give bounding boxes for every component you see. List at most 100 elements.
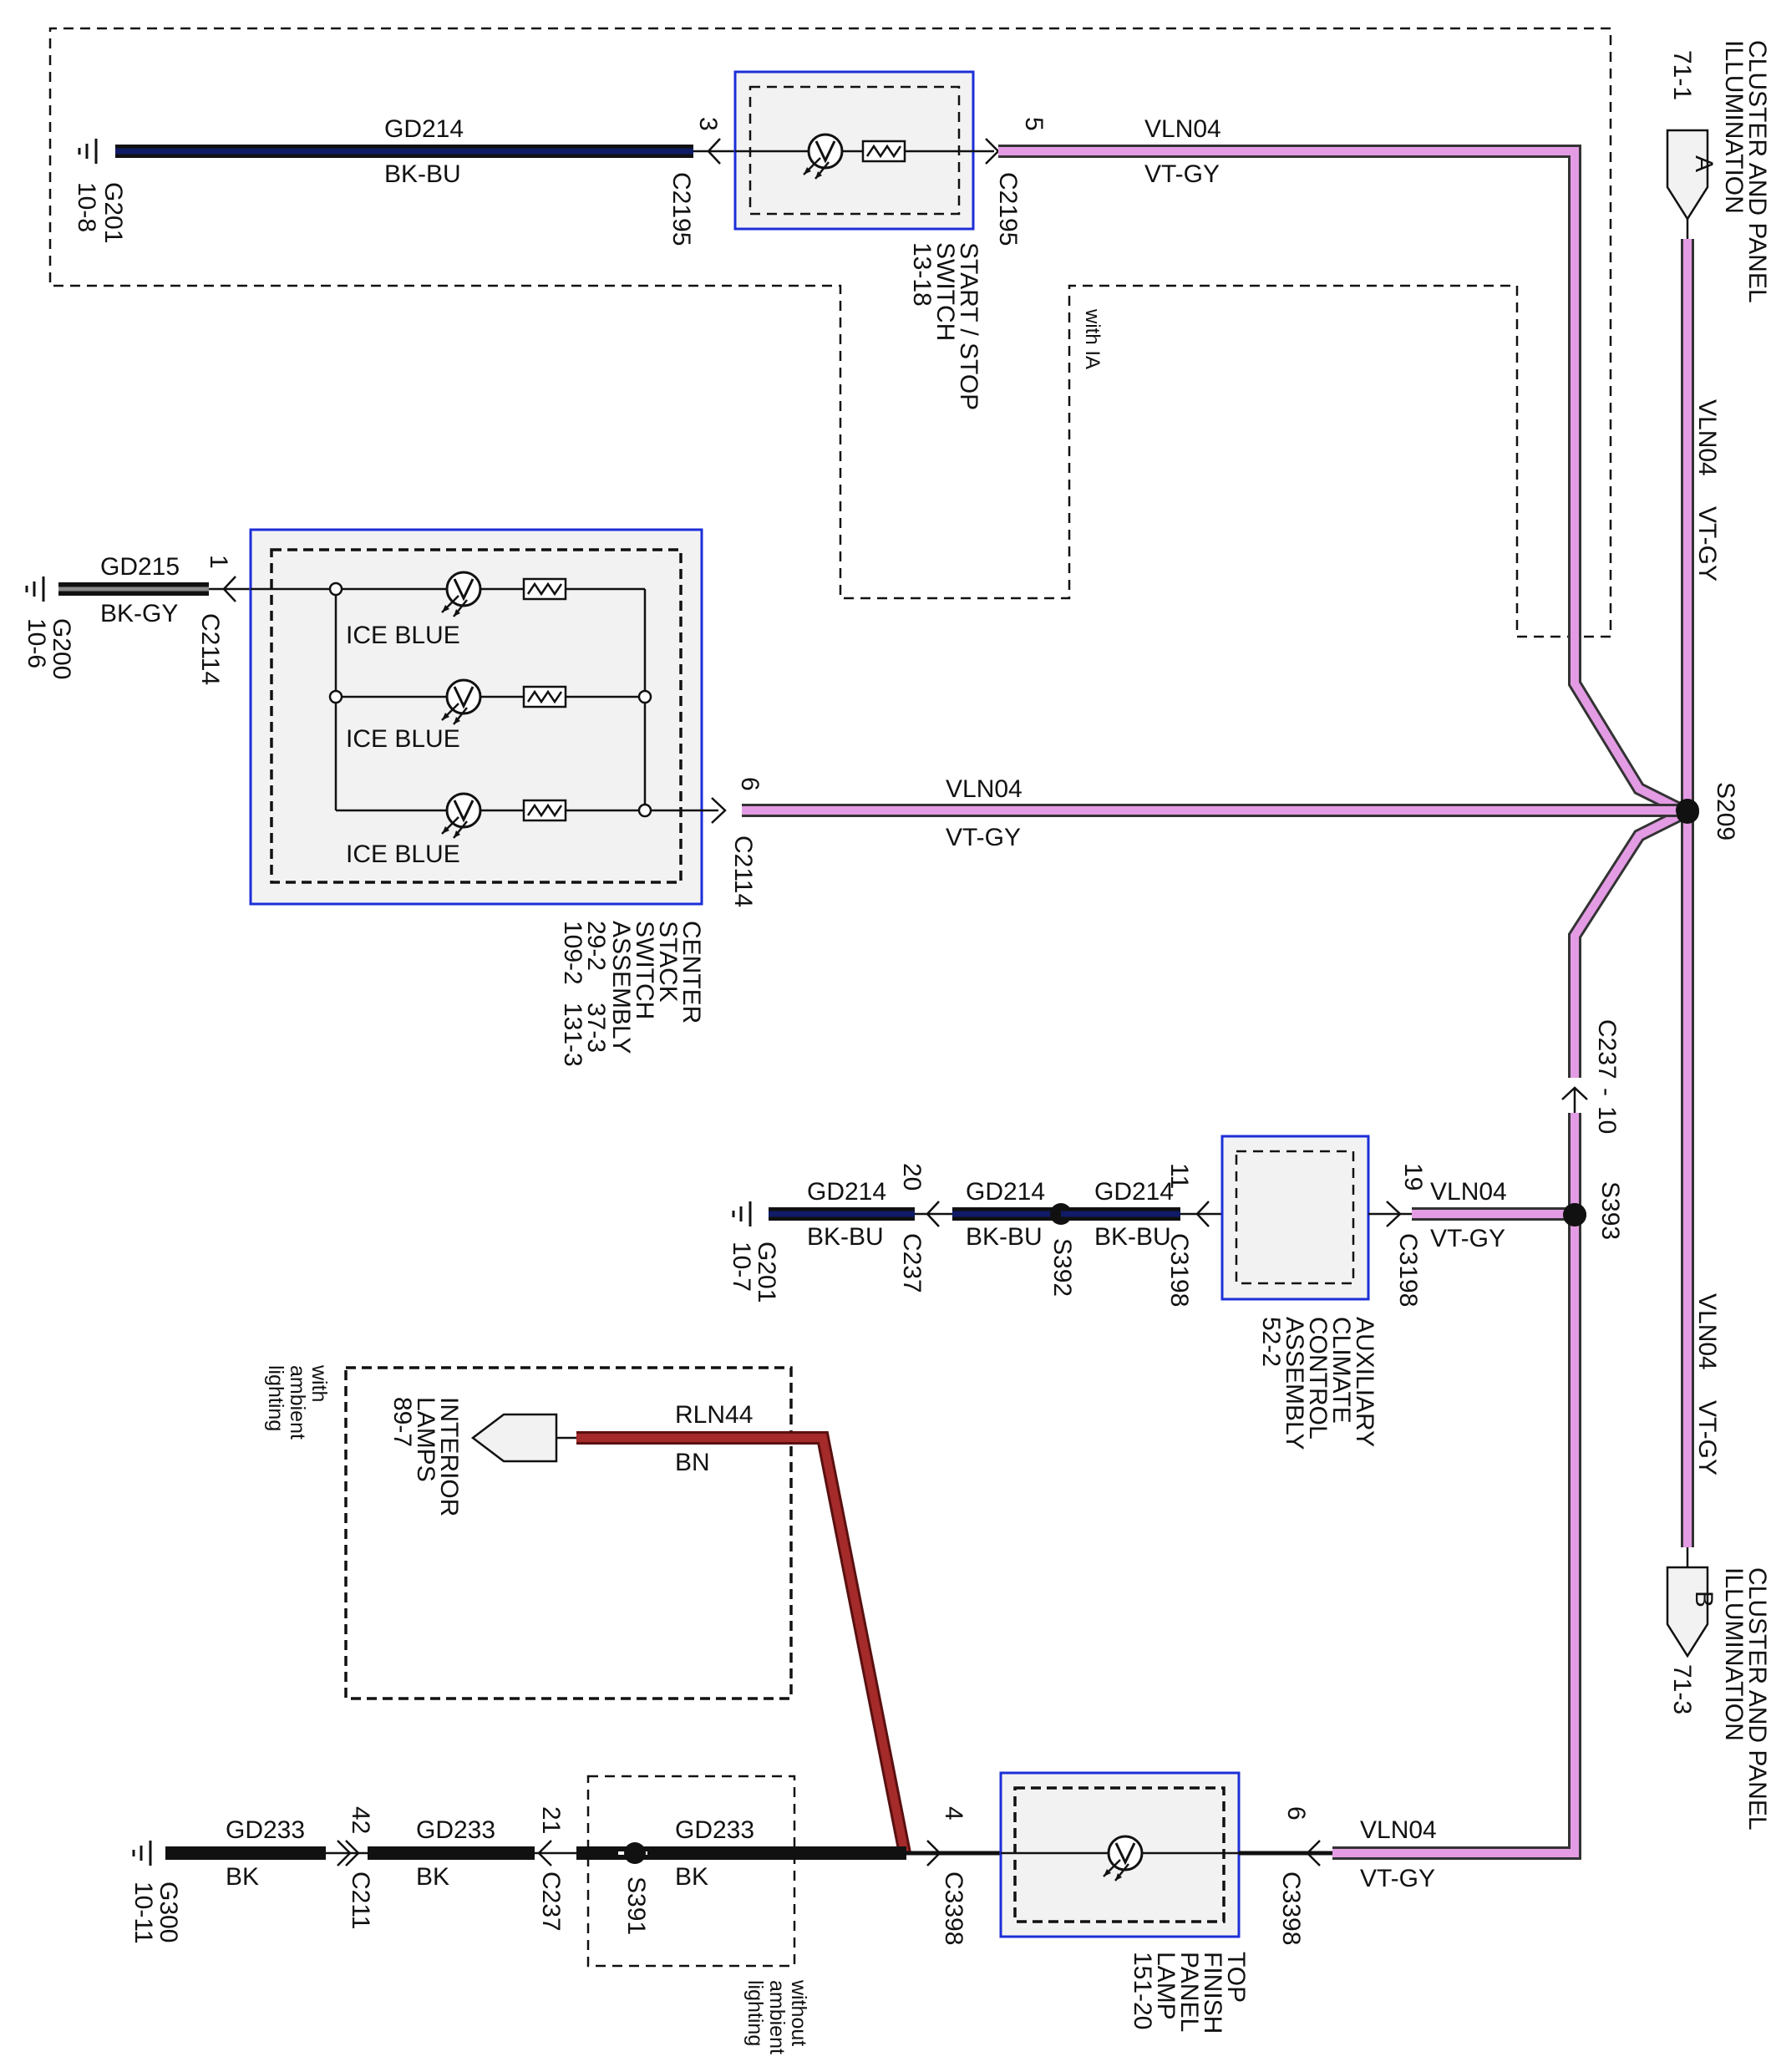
wire-vln04-c237-down-fill: [1332, 1113, 1579, 1857]
pin-4-label: 4: [940, 1806, 967, 1821]
connector-c3398-left-arrow: [926, 1840, 941, 1866]
top-finish-lamp-name-2: FINISH: [1199, 1952, 1226, 2034]
center-stack-ref-3: 109-2: [559, 921, 586, 985]
aux-climate-name-3: CONTROL: [1304, 1317, 1332, 1440]
ground-g200-label: G200: [48, 618, 75, 679]
cluster-a-title-1: CLUSTER AND PANEL: [1743, 40, 1771, 303]
ice-blue-resistor-1-icon: [522, 577, 567, 601]
connector-c2114-right-label: C2114: [729, 835, 757, 907]
splice-s393-dot-2: [1563, 1203, 1586, 1226]
wire-bkgy-label: BK-GY: [100, 600, 178, 627]
cluster-b-title-1: CLUSTER AND PANEL: [1743, 1567, 1771, 1831]
top-finish-lamp-ref: 151-20: [1129, 1952, 1156, 2029]
cluster-b-title-2: ILLUMINATION: [1720, 1567, 1748, 1741]
ground-g201-aux: [732, 1201, 752, 1226]
connector-c211-label: C211: [347, 1871, 374, 1930]
without-ambient-note-2: ambient: [765, 1980, 789, 2054]
wire-vtgy-aux-label: VT-GY: [1430, 1225, 1505, 1252]
aux-climate-name-2: CLIMATE: [1327, 1317, 1355, 1424]
ice-blue-resistor-2-icon: [522, 685, 567, 708]
interior-lamps-name-1: INTERIOR: [435, 1397, 463, 1516]
ice-blue-label-2: ICE BLUE: [346, 725, 460, 753]
connector-c2114-right-arrow: [711, 797, 727, 824]
center-stack-name-4: ASSEMBLY: [607, 921, 635, 1054]
splice-s393-label: S393: [1596, 1181, 1624, 1240]
cluster-a-title-2: ILLUMINATION: [1720, 40, 1748, 214]
pin-20-label: 20: [898, 1163, 926, 1191]
connector-c2195-left-label: C2195: [667, 172, 695, 246]
wire-rln44-fill: [576, 1434, 909, 1854]
pin-5-label: 5: [1020, 117, 1048, 131]
center-stack-ref-1: 29-2: [582, 921, 610, 971]
start-stop-name-1: START / STOP: [955, 242, 982, 410]
connector-b-letter: B: [1690, 1591, 1718, 1607]
pin-6-c2114-label: 6: [736, 777, 764, 791]
connector-c2114-left-arrow: [222, 576, 236, 602]
interior-lamps-flag: [470, 1413, 558, 1463]
connector-c3398-left-label: C3398: [940, 1871, 967, 1945]
wire-bk-seg3-label: BK: [675, 1863, 708, 1891]
region-top-dashed: [48, 27, 1612, 638]
splice-s391-label: S391: [622, 1876, 650, 1935]
with-ambient-note-2: ambient: [286, 1365, 309, 1440]
aux-climate-box: [1220, 1135, 1370, 1301]
wire-bkbu-aux-seg1-label: BK-BU: [807, 1223, 884, 1251]
wire-gd233-seg3-label: GD233: [675, 1816, 754, 1844]
wire-gd214-top-label: GD214: [384, 115, 464, 143]
wire-bk-seg1-label: BK: [226, 1863, 259, 1891]
wire-vtgy-right-upper-label: VT-GY: [1693, 506, 1721, 581]
connector-c3398-right-label: C3398: [1277, 1871, 1305, 1945]
connector-c2195-left-arrow: [707, 138, 721, 165]
center-stack-name-1: CENTER: [677, 921, 705, 1023]
wire-bkbu-aux-seg3-label: BK-BU: [1094, 1223, 1171, 1251]
connector-c3198-right-label: C3198: [1394, 1233, 1422, 1307]
ground-g201-top: [78, 139, 98, 164]
splice-s391-dot: [624, 1842, 646, 1864]
pin-19-label: 19: [1399, 1163, 1427, 1191]
interior-lamps-name-2: LAMPS: [412, 1397, 439, 1482]
connector-c237-dash: -: [1593, 1088, 1621, 1096]
wire-vln04-aux-label: VLN04: [1430, 1178, 1507, 1206]
without-ambient-note-3: lighting: [743, 1980, 767, 2046]
wire-vtgy-right-lower-label: VT-GY: [1693, 1400, 1721, 1475]
splice-s209-dot-top: [1676, 799, 1699, 822]
connector-c3198-left-arrow: [1195, 1201, 1210, 1227]
connector-c237-bottom-label: C237: [537, 1871, 565, 1932]
center-stack-name-2: STACK: [654, 921, 682, 1003]
wire-vtgy-top-label: VT-GY: [1144, 160, 1220, 188]
pin-6-c3398-label: 6: [1282, 1806, 1310, 1821]
with-ia-label: with IA: [1081, 308, 1104, 369]
wire-gd214-aux-seg1-label: GD214: [807, 1178, 886, 1206]
top-finish-lamp-name-3: PANEL: [1175, 1952, 1203, 2032]
connector-c3398-right-arrow: [1306, 1840, 1321, 1866]
connector-a-letter: A: [1690, 155, 1718, 172]
ground-g201-top-ref: 10-8: [73, 182, 100, 232]
connector-c2114-left-label: C2114: [196, 613, 224, 685]
top-finish-lamp-inner: [1013, 1786, 1225, 1923]
interior-lamps-ref: 89-7: [388, 1397, 416, 1447]
wire-gd233-seg1-label: GD233: [226, 1816, 305, 1844]
wire-bkbu-top-label: BK-BU: [384, 160, 461, 188]
aux-climate-ref: 52-2: [1257, 1317, 1285, 1367]
top-finish-lamp-name-1: TOP: [1222, 1952, 1250, 2003]
wire-vtgy-bottom-label: VT-GY: [1360, 1865, 1435, 1892]
connector-c2195-right-label: C2195: [994, 172, 1022, 246]
without-ambient-note-1: without: [787, 1979, 810, 2046]
aux-climate-name-1: AUXILIARY: [1351, 1317, 1378, 1447]
with-ambient-note-1: with: [307, 1364, 331, 1402]
connector-a-flag: [1666, 129, 1709, 221]
wire-rln44-label: RLN44: [675, 1401, 753, 1429]
ground-g200: [25, 576, 45, 602]
wire-rln44: [576, 1431, 911, 1855]
ground-g200-ref: 10-6: [23, 618, 50, 668]
ice-blue-label-1: ICE BLUE: [346, 622, 460, 649]
region-without-ambient-box: [586, 1775, 796, 1968]
center-stack-inner: [270, 548, 683, 884]
ground-g201-aux-ref: 10-7: [728, 1242, 755, 1292]
center-stack-ref-4: 131-3: [559, 1003, 586, 1067]
center-stack-ref-2: 37-3: [582, 1003, 610, 1053]
pin-42-label: 42: [347, 1806, 374, 1834]
connector-c3198-left-label: C3198: [1165, 1233, 1193, 1307]
wire-vln04-right-lower-label: VLN04: [1693, 1293, 1721, 1370]
